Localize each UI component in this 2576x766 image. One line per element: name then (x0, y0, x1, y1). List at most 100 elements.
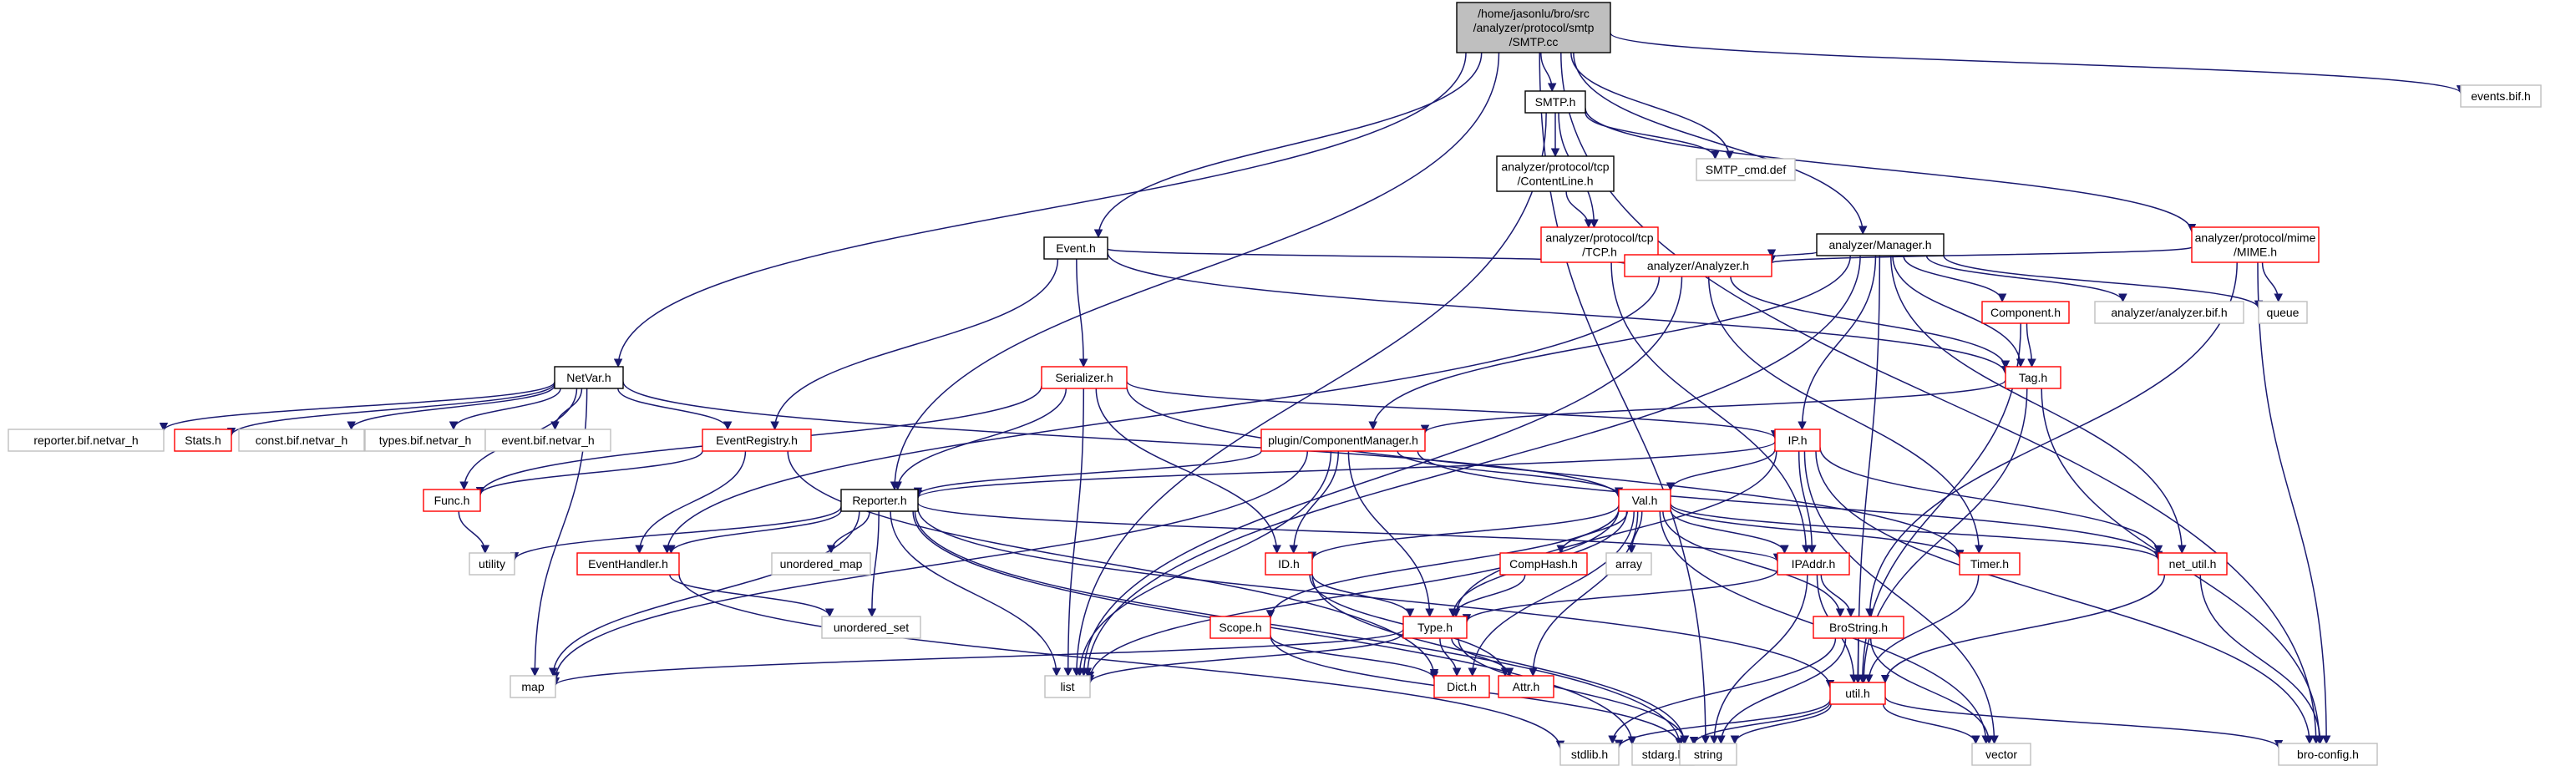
edge-root-to-reporterh (890, 52, 1500, 491)
edge-valh-to-timerh (1670, 505, 1965, 560)
node-scopeh[interactable]: Scope.h (1209, 616, 1271, 639)
node-box-stdlib (1559, 743, 1620, 766)
node-managerh[interactable]: analyzer/Manager.h (1816, 233, 1945, 256)
edge-analyzerh-to-timerh (1707, 276, 1984, 555)
edge-contentline-to-tcph (1565, 190, 1594, 229)
node-box-valh (1618, 489, 1671, 512)
edge-netvarh-to-eventbif (550, 388, 583, 431)
node-tagh[interactable]: Tag.h (2005, 366, 2061, 389)
node-list[interactable]: list (1044, 675, 1091, 698)
node-valh[interactable]: Val.h (1618, 489, 1671, 512)
node-array[interactable]: array (1605, 552, 1652, 576)
node-box-managerh (1816, 233, 1945, 256)
edge-iph-to-reporterh (914, 441, 1776, 500)
node-eventh[interactable]: Event.h (1043, 236, 1108, 260)
edge-root-to-netvarh (613, 52, 1467, 368)
node-queue[interactable]: queue (2258, 301, 2308, 324)
edge-typeh-to-dicth (1439, 637, 1462, 677)
node-box-attrh (1498, 675, 1554, 698)
node-box-broconfig (2278, 743, 2378, 766)
edge-eventh-to-eventregistry (770, 258, 1059, 431)
node-smtpcmd[interactable]: SMTP_cmd.def (1696, 158, 1796, 181)
node-analyzerh[interactable]: analyzer/Analyzer.h (1624, 254, 1772, 277)
node-label-dicth: Dict.h (1447, 680, 1477, 693)
node-unorderedset[interactable]: unordered_set (821, 616, 921, 639)
node-funch[interactable]: Func.h (423, 489, 481, 512)
node-serializerh[interactable]: Serializer.h (1041, 366, 1128, 389)
edge-valh-to-scopeh (1265, 508, 1620, 619)
node-netvarh[interactable]: NetVar.h (554, 366, 624, 389)
edge-managerh-to-componenth (1903, 255, 2007, 303)
edge-serializerh-to-idh (1095, 388, 1281, 555)
node-typeh[interactable]: Type.h (1402, 616, 1468, 639)
node-statsh[interactable]: Stats.h (174, 429, 232, 452)
node-utility[interactable]: utility (469, 552, 515, 576)
node-string[interactable]: string (1679, 743, 1737, 766)
node-utilh[interactable]: util.h (1829, 682, 1886, 705)
edge-reporterh-to-unorderedmap (826, 510, 870, 555)
node-label-idh: ID.h (1278, 557, 1300, 571)
node-netutil[interactable]: net_util.h (2158, 552, 2228, 576)
node-events[interactable]: events.bif.h (2460, 84, 2542, 108)
node-iph[interactable]: IP.h (1774, 429, 1821, 452)
node-eventbif[interactable]: event.bif.netvar_h (484, 429, 611, 452)
node-box-eventh (1043, 236, 1108, 260)
edge-timerh-to-utilh (1864, 574, 1980, 684)
edge-managerh-to-compmanager (1368, 255, 1852, 431)
node-analyzerbif[interactable]: analyzer/analyzer.bif.h (2094, 301, 2244, 324)
node-reporterh[interactable]: Reporter.h (840, 489, 919, 512)
node-box-smtph (1524, 90, 1586, 114)
edge-valh-to-comphash (1556, 510, 1629, 555)
node-broconfig[interactable]: bro-config.h (2278, 743, 2378, 766)
edge-valh-to-array (1627, 510, 1643, 555)
node-contentline[interactable]: analyzer/protocol/tcp/ContentLine.h (1496, 155, 1615, 192)
node-box-constbif (238, 429, 365, 452)
node-reporterbif[interactable]: reporter.bif.netvar_h (8, 429, 165, 452)
edge-netvarh-to-reporterbif (159, 381, 555, 432)
edge-tcph-to-ipaddr (1610, 261, 1811, 555)
node-comphash[interactable]: CompHash.h (1499, 552, 1588, 576)
node-brostring[interactable]: BroString.h (1813, 616, 1904, 639)
node-attrh[interactable]: Attr.h (1498, 675, 1554, 698)
edge-idh-to-typeh (1311, 573, 1415, 618)
node-label-reporterbif: reporter.bif.netvar_h (33, 434, 138, 447)
node-label-comphash: CompHash.h (1509, 557, 1578, 571)
node-label-eventregistry: EventRegistry.h (716, 434, 798, 447)
node-label-list: list (1060, 680, 1074, 693)
edge-smtph-to-smtpcmd (1585, 112, 1720, 160)
node-box-brostring (1813, 616, 1904, 639)
edge-typeh-to-map (551, 628, 1404, 687)
node-constbif[interactable]: const.bif.netvar_h (238, 429, 365, 452)
edge-serializerh-to-timerh (1126, 386, 1965, 559)
node-timerh[interactable]: Timer.h (1959, 552, 2021, 576)
node-unorderedmap[interactable]: unordered_map (771, 552, 871, 576)
edge-serializerh-to-reporterh (893, 388, 1067, 491)
node-mimeh[interactable]: analyzer/protocol/mime/MIME.h (2191, 226, 2320, 263)
node-vector[interactable]: vector (1971, 743, 2031, 766)
node-eventhandler[interactable]: EventHandler.h (576, 552, 680, 576)
node-typesbif[interactable]: types.bif.netvar_h (364, 429, 486, 452)
edge-managerh-to-netutil (1889, 255, 2187, 555)
edge-compmanager-to-netutil (1417, 450, 2163, 561)
edge-netvarh-to-typesbif (449, 388, 561, 431)
node-box-typeh (1402, 616, 1468, 639)
node-map[interactable]: map (510, 675, 556, 698)
edge-utilh-to-vector (1882, 703, 1980, 745)
node-idh[interactable]: ID.h (1265, 552, 1313, 576)
node-stdlib[interactable]: stdlib.h (1559, 743, 1620, 766)
node-compmanager[interactable]: plugin/ComponentManager.h (1260, 429, 1426, 452)
node-componenth[interactable]: Component.h (1981, 301, 2070, 324)
node-ipaddr[interactable]: IPAddr.h (1777, 552, 1850, 576)
node-box-dicth (1433, 675, 1490, 698)
edge-brostring-to-string (1716, 637, 1847, 745)
node-label-eventhandler: EventHandler.h (588, 557, 668, 571)
node-box-eventhandler (576, 552, 680, 576)
node-root[interactable]: /home/jasonlu/bro/src/analyzer/protocol/… (1456, 2, 1611, 53)
edge-managerh-to-utilh (1853, 255, 1881, 684)
node-box-ipaddr (1777, 552, 1850, 576)
node-label-analyzerh: analyzer/Analyzer.h (1647, 259, 1749, 272)
node-eventregistry[interactable]: EventRegistry.h (702, 429, 812, 452)
node-smtph[interactable]: SMTP.h (1524, 90, 1586, 114)
node-dicth[interactable]: Dict.h (1433, 675, 1490, 698)
edge-root-to-managerh (1573, 52, 1868, 236)
